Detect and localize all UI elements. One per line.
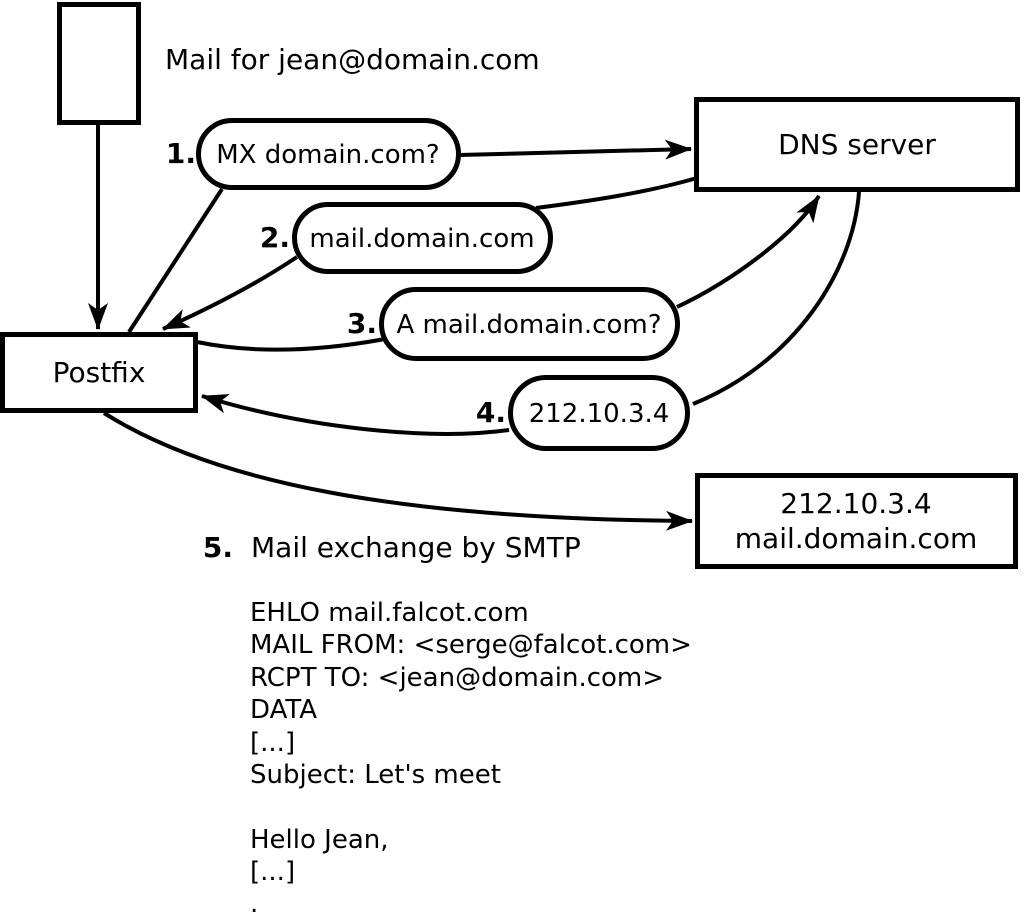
dns-server-box — [694, 97, 1020, 192]
postfix-label: Postfix — [53, 356, 146, 389]
smtp-line: DATA — [250, 695, 317, 725]
step4-label: 212.10.3.4 — [529, 399, 670, 429]
query-mx-pill — [196, 118, 461, 190]
dns-server-label: DNS server — [778, 128, 936, 161]
step5-number: 5. — [203, 531, 233, 564]
arrow-query3-to-dns — [676, 194, 821, 309]
step1-label: MX domain.com? — [216, 140, 439, 170]
step1-number: 1. — [166, 137, 196, 170]
step2-label: mail.domain.com — [309, 224, 534, 254]
step3-label: A mail.domain.com? — [397, 310, 662, 340]
smtp-line: . — [250, 889, 258, 919]
connector-dns-to-answer2 — [535, 176, 698, 210]
step5-label: Mail exchange by SMTP — [251, 531, 581, 564]
connector-postfix-to-query3 — [196, 337, 386, 352]
smtp-line: MAIL FROM: <serge@falcot.com> — [250, 630, 692, 660]
smtp-line: [...] — [250, 857, 295, 887]
smtp-line: Hello Jean, — [250, 825, 389, 855]
smtp-session-block: EHLO mail.falcot.com MAIL FROM: <serge@f… — [250, 598, 692, 919]
smtp-line: Subject: Let's meet — [250, 760, 501, 790]
connector-postfix-to-query1 — [127, 187, 224, 334]
step2-number: 2. — [260, 221, 290, 254]
smtp-line: [...] — [250, 728, 295, 758]
mail-server-ip: 212.10.3.4 — [780, 487, 931, 520]
postfix-box — [0, 332, 198, 413]
mail-server-hostname: mail.domain.com — [735, 522, 977, 555]
answer-mx-pill — [292, 202, 553, 274]
smtp-line: EHLO mail.falcot.com — [250, 598, 529, 628]
arrow-answer4-to-postfix — [201, 394, 510, 436]
query-a-pill — [379, 287, 680, 361]
step4-number: 4. — [476, 396, 506, 429]
arrow-postfix-to-mailserver — [102, 411, 693, 531]
arrow-answer2-to-postfix — [162, 255, 299, 331]
smtp-line: RCPT TO: <jean@domain.com> — [250, 663, 664, 693]
mail-message-box — [57, 2, 141, 125]
connector-dns-to-answer4 — [692, 191, 861, 406]
arrow-query1-to-dns — [458, 139, 692, 160]
mail-note: Mail for jean@domain.com — [165, 43, 540, 76]
answer-a-pill — [508, 375, 690, 451]
step3-number: 3. — [347, 307, 377, 340]
mail-server-box — [695, 473, 1018, 569]
